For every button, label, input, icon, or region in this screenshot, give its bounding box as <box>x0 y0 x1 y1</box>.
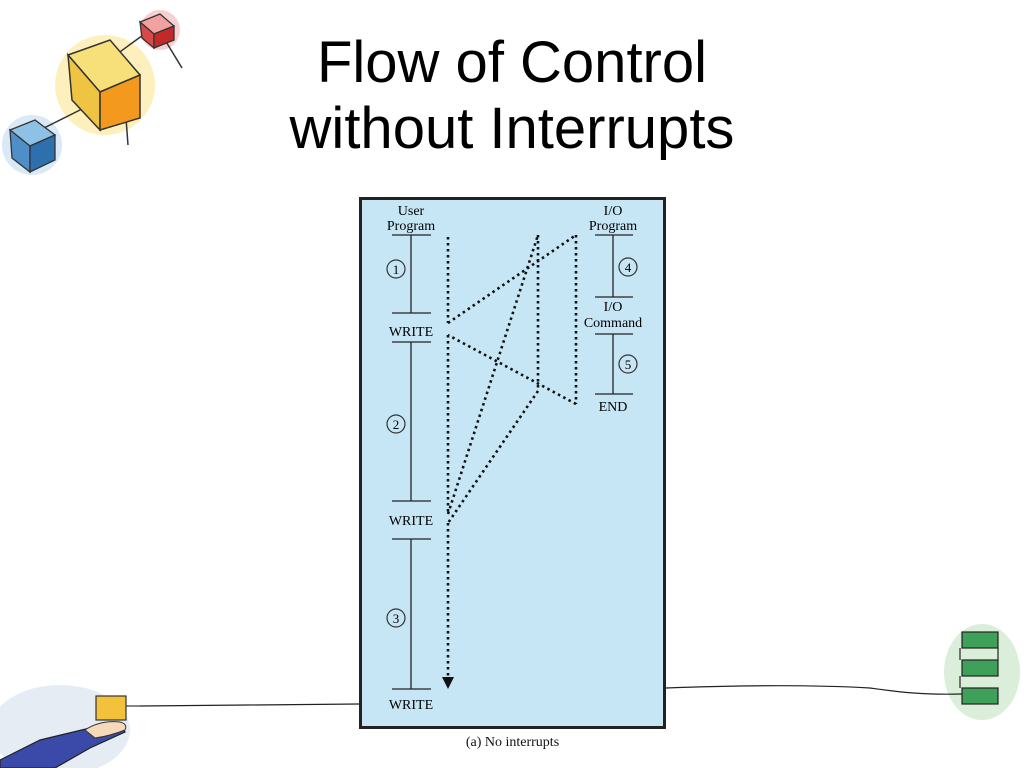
title-line-2: without Interrupts <box>289 96 735 161</box>
hand-holding-box-icon <box>0 685 140 768</box>
io-command-label-1: I/O <box>604 300 623 315</box>
svg-text:1: 1 <box>393 262 400 277</box>
connector-line-right <box>665 685 963 695</box>
svg-text:4: 4 <box>625 260 632 275</box>
io-command-label-2: Command <box>584 316 642 331</box>
flow-arrowhead <box>442 677 454 689</box>
svg-text:3: 3 <box>393 611 400 626</box>
write-label-2: WRITE <box>389 514 433 529</box>
title-line-1: Flow of Control <box>316 30 708 95</box>
svg-text:2: 2 <box>393 417 400 432</box>
user-program-label-1: User <box>398 204 425 219</box>
end-label: END <box>599 400 628 415</box>
io-program-label-1: I/O <box>604 204 623 219</box>
io-step-4: 4 <box>618 257 638 277</box>
connector-line-left <box>139 703 360 707</box>
user-step-2: 2 <box>386 414 406 434</box>
diagram-caption: (a) No interrupts <box>465 735 560 750</box>
io-step-5: 5 <box>618 354 638 374</box>
io-program-label-2: Program <box>589 219 637 234</box>
write-label-3: WRITE <box>389 698 433 713</box>
user-step-3: 3 <box>386 608 406 628</box>
user-program-label-2: Program <box>387 219 435 234</box>
control-flow-path <box>446 233 578 679</box>
slide-title: Flow of Control without Interrupts <box>230 30 794 162</box>
green-flowchart-icon <box>944 624 1020 720</box>
user-step-1: 1 <box>386 259 406 279</box>
cube-cluster-icon <box>2 10 183 175</box>
control-flow-diagram: User Program WRITE WRITE WRITE 1 2 3 I/O… <box>359 197 666 729</box>
write-label-1: WRITE <box>389 325 433 340</box>
svg-text:5: 5 <box>625 357 632 372</box>
